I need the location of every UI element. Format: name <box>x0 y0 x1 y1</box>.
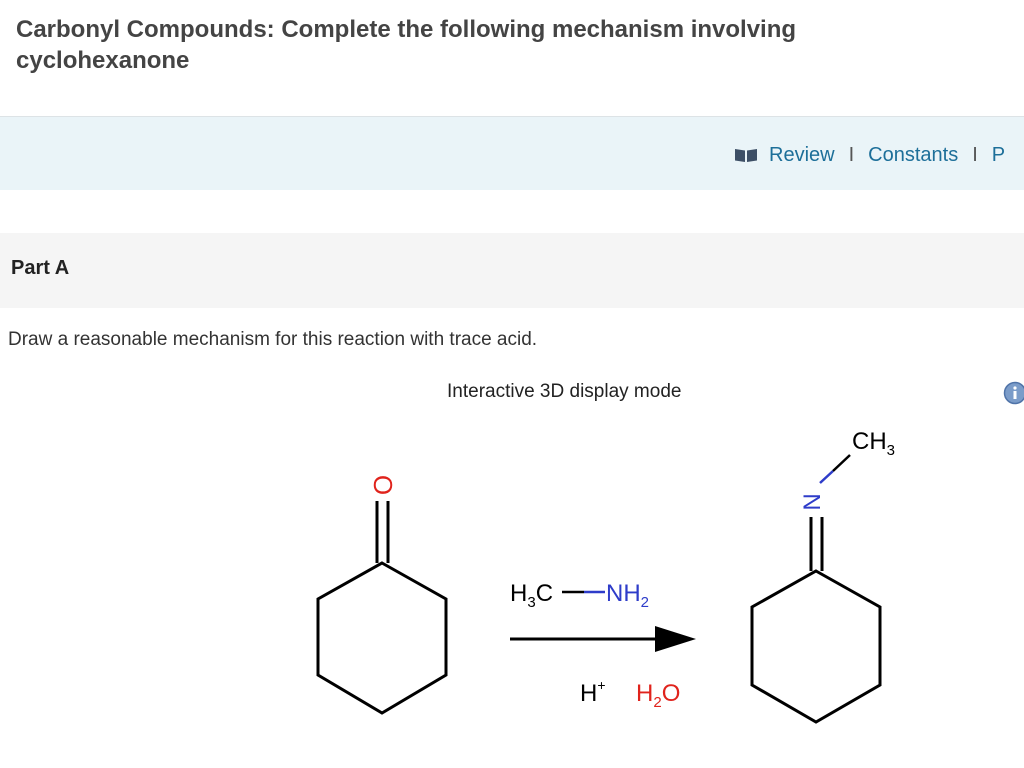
reaction-arrow <box>510 626 696 652</box>
n-methyl-bond <box>832 454 851 472</box>
review-link[interactable]: Review <box>769 143 835 166</box>
link-separator: I <box>972 143 978 166</box>
methyl-group-label: H3C <box>510 580 553 611</box>
part-header: Part A <box>0 233 1024 308</box>
reactant-cyclohexanone: O <box>316 475 448 715</box>
water-label: H2O <box>636 680 680 711</box>
nitrogen-label: N <box>799 493 826 510</box>
info-icon[interactable] <box>1003 381 1024 405</box>
n-methyl-bond <box>819 470 834 484</box>
methyl-label: CH3 <box>852 428 895 459</box>
cyclohexane-ring <box>750 569 882 724</box>
periodic-table-link[interactable]: P <box>991 143 1006 166</box>
acid-catalyst-label: H+ <box>580 677 606 707</box>
title-divider <box>0 116 1024 117</box>
part-label: Part A <box>11 257 70 279</box>
book-icon <box>735 149 757 162</box>
cyclohexane-ring <box>316 561 448 715</box>
reagent-methylamine: H3C NH2 <box>510 580 649 611</box>
oxygen-label: O <box>368 475 398 495</box>
constants-link[interactable]: Constants <box>868 143 959 166</box>
amine-group-label: NH2 <box>606 580 649 611</box>
display-mode-toggle[interactable]: Interactive 3D display mode <box>447 381 682 402</box>
product-imine: N CH3 <box>750 428 895 724</box>
resource-bar <box>0 117 1024 190</box>
arrow-head <box>655 626 696 652</box>
page-title: Carbonyl Compounds: Complete the followi… <box>16 16 797 74</box>
resource-links: Review I Constants I P <box>734 143 1005 167</box>
question-instruction: Draw a reasonable mechanism for this rea… <box>8 329 538 350</box>
reaction-conditions: H+ H2O <box>580 677 680 711</box>
link-separator: I <box>848 143 855 166</box>
reaction-scheme: O H3C NH2 H+ H2O <box>316 428 895 724</box>
